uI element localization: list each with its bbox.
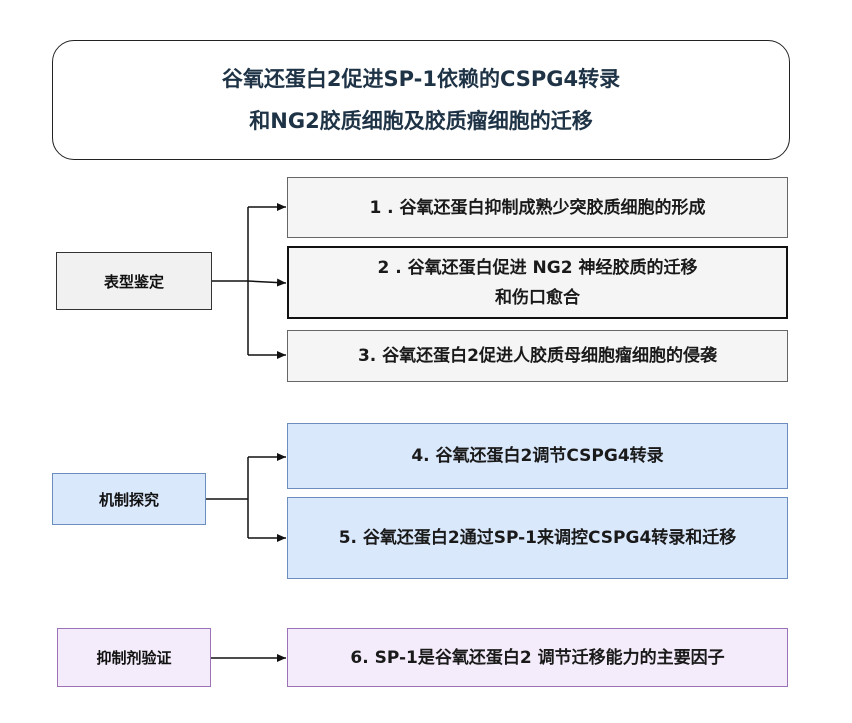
item-text: 2 . 谷氧还蛋白促进 NG2 神经胶质的迁移 <box>377 257 698 278</box>
category-label: 表型鉴定 <box>103 272 164 291</box>
arrow-to-item-2 <box>247 278 287 287</box>
diagram-title: 谷氧还蛋白2促进SP-1依赖的CSPG4转录 和NG2胶质细胞及胶质瘤细胞的迁移 <box>52 40 790 160</box>
item-text: 6. SP-1是谷氧还蛋白2 调节迁移能力的主要因子 <box>350 647 725 668</box>
item-text: 4. 谷氧还蛋白2调节CSPG4转录 <box>411 446 664 466</box>
item-3: 3. 谷氧还蛋白2促进人胶质母细胞瘤细胞的侵袭 <box>287 330 788 382</box>
item-5: 5. 谷氧还蛋白2通过SP-1来调控CSPG4转录和迁移 <box>287 497 788 579</box>
item-text: 5. 谷氧还蛋白2通过SP-1来调控CSPG4转录和迁移 <box>338 528 737 548</box>
category-mechanism: 机制探究 <box>52 473 206 525</box>
item-text: 3. 谷氧还蛋白2促进人胶质母细胞瘤细胞的侵袭 <box>357 346 718 366</box>
item-4: 4. 谷氧还蛋白2调节CSPG4转录 <box>287 423 788 489</box>
item-1: 1 . 谷氧还蛋白抑制成熟少突胶质细胞的形成 <box>287 177 788 238</box>
category-label: 抑制剂验证 <box>96 649 172 667</box>
title-line-1: 谷氧还蛋白2促进SP-1依赖的CSPG4转录 <box>221 67 621 91</box>
title-line-2: 和NG2胶质细胞及胶质瘤细胞的迁移 <box>249 109 593 133</box>
item-6: 6. SP-1是谷氧还蛋白2 调节迁移能力的主要因子 <box>287 628 788 687</box>
item-2: 2 . 谷氧还蛋白促进 NG2 神经胶质的迁移 和伤口愈合 <box>287 246 788 319</box>
category-inhibitor: 抑制剂验证 <box>57 628 211 687</box>
category-label: 机制探究 <box>98 490 159 509</box>
item-text: 1 . 谷氧还蛋白抑制成熟少突胶质细胞的形成 <box>369 197 706 218</box>
category-phenotype: 表型鉴定 <box>56 252 212 310</box>
item-text: 和伤口愈合 <box>495 287 580 308</box>
